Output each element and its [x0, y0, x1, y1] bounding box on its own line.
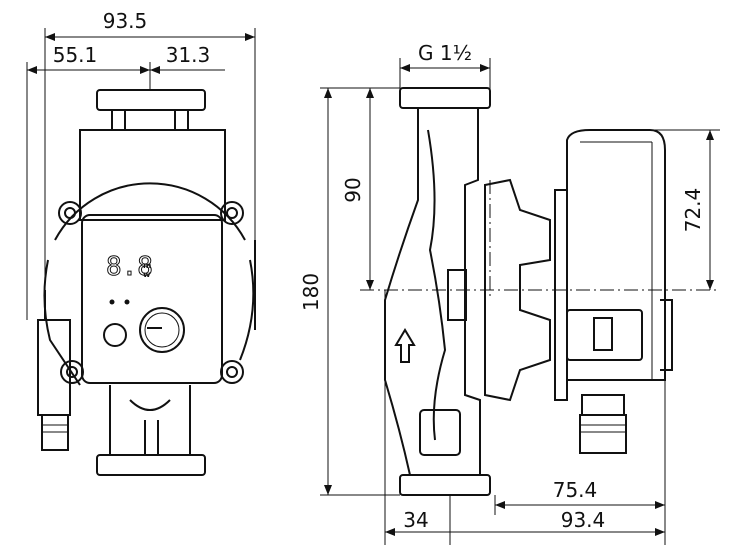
- side-cable-gland: [579, 414, 627, 454]
- dim-depth-front: 34: [403, 508, 428, 532]
- top-flange: [96, 89, 206, 111]
- front-view: 93.5 55.1 31.3 8.8 m w: [26, 9, 256, 476]
- flow-arrow-icon: [394, 328, 416, 363]
- motor-rim: [554, 189, 568, 401]
- dim-left: 55.1: [53, 43, 98, 67]
- electronics-head: [566, 129, 666, 381]
- dim-half-height: 90: [341, 177, 365, 202]
- mounting-ears: [58, 201, 244, 384]
- dim-total-height: 180: [299, 273, 323, 311]
- side-view: G 1½ 90 180 72.4 75.4 34 93.4: [299, 41, 720, 545]
- dim-head-height: 72.4: [681, 188, 705, 233]
- display-unit-w: w: [143, 270, 151, 279]
- connector-box: [566, 309, 643, 361]
- bottom-flange: [96, 454, 206, 476]
- led-indicator: [109, 299, 115, 305]
- side-top-flange: [399, 87, 491, 109]
- dim-depth-head: 75.4: [553, 478, 598, 502]
- control-knob: [139, 307, 185, 353]
- cable-box: [37, 319, 71, 416]
- pump-housing: [79, 129, 226, 221]
- dim-thread: G 1½: [418, 41, 472, 65]
- pump-neck: [109, 385, 191, 455]
- dim-total-width: 93.5: [103, 9, 148, 33]
- display-digits: 8.8: [106, 252, 153, 282]
- display-unit-m: m: [143, 261, 151, 270]
- side-bottom-flange: [399, 474, 491, 496]
- push-button: [103, 323, 127, 347]
- motor-stator: [484, 178, 551, 402]
- dim-depth-total: 93.4: [561, 508, 606, 532]
- control-panel: [81, 214, 223, 384]
- dim-right: 31.3: [166, 43, 211, 67]
- plug-icon: [593, 317, 613, 351]
- led-indicator: [124, 299, 130, 305]
